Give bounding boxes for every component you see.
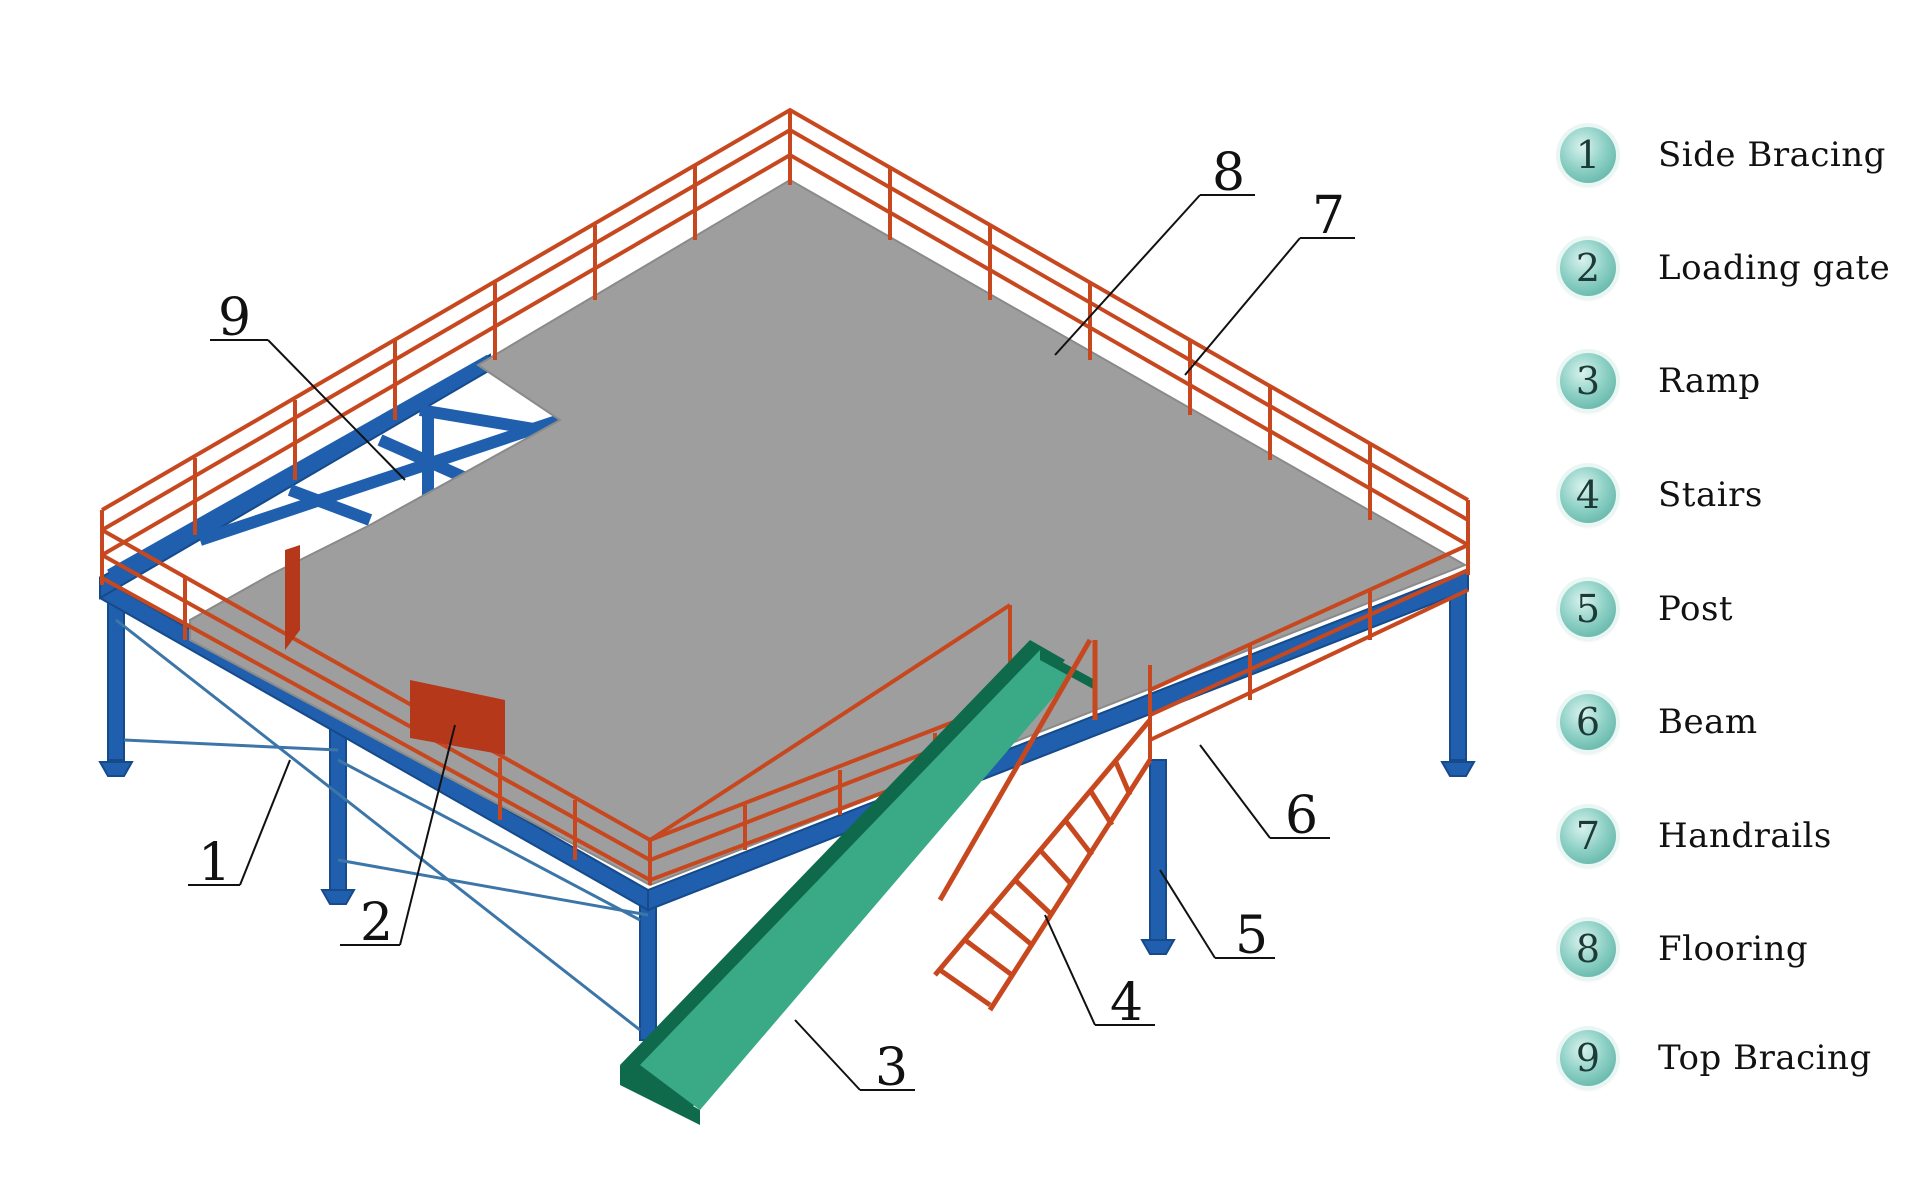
- number-badge: 7: [1560, 808, 1616, 864]
- callout-numbers: 1 2 3 4 5 6 7 8 9: [198, 143, 1345, 1098]
- callout-7: 7: [1312, 186, 1345, 246]
- callout-6: 6: [1285, 786, 1318, 846]
- number-badge: 3: [1560, 353, 1616, 409]
- top-bracing-frame: [107, 354, 562, 581]
- callout-9: 9: [218, 288, 251, 348]
- callout-5: 5: [1235, 906, 1268, 966]
- legend-label: Flooring: [1658, 929, 1809, 969]
- legend-label: Stairs: [1658, 475, 1763, 515]
- number-badge: 2: [1560, 240, 1616, 296]
- legend-label: Loading gate: [1658, 248, 1891, 288]
- flooring: [189, 178, 1468, 887]
- side-bracing: [115, 618, 649, 1032]
- stairs: [933, 638, 1153, 1012]
- legend-item: 7 Handrails: [1560, 801, 1832, 871]
- ramp: [620, 640, 1095, 1125]
- legend-label: Ramp: [1658, 361, 1761, 401]
- callout-2: 2: [360, 893, 393, 953]
- number-badge: 6: [1560, 694, 1616, 750]
- legend-label: Handrails: [1658, 816, 1832, 856]
- number-badge: 4: [1560, 467, 1616, 523]
- legend-item: 1 Side Bracing: [1560, 120, 1886, 190]
- leader-lines: [188, 194, 1355, 1091]
- legend-label: Post: [1658, 589, 1734, 629]
- number-badge: 9: [1560, 1030, 1616, 1086]
- number-badge: 5: [1560, 581, 1616, 637]
- callout-4: 4: [1110, 973, 1143, 1033]
- loading-gate-left: [285, 545, 300, 650]
- callout-1: 1: [198, 833, 231, 893]
- legend-item: 8 Flooring: [1560, 914, 1808, 984]
- legend-item: 4 Stairs: [1560, 460, 1763, 530]
- legend-item: 6 Beam: [1560, 687, 1758, 757]
- loading-gate-front: [410, 680, 505, 755]
- callout-8: 8: [1212, 143, 1245, 203]
- number-badge: 1: [1560, 127, 1616, 183]
- legend-label: Top Bracing: [1658, 1038, 1872, 1078]
- number-badge: 8: [1560, 921, 1616, 977]
- legend-label: Side Bracing: [1658, 135, 1886, 175]
- callout-3: 3: [875, 1038, 908, 1098]
- legend-item: 9 Top Bracing: [1560, 1023, 1872, 1093]
- legend-label: Beam: [1658, 702, 1758, 742]
- legend-item: 3 Ramp: [1560, 346, 1761, 416]
- legend-item: 2 Loading gate: [1560, 233, 1890, 303]
- legend-item: 5 Post: [1560, 574, 1733, 644]
- handrails: [100, 107, 1470, 885]
